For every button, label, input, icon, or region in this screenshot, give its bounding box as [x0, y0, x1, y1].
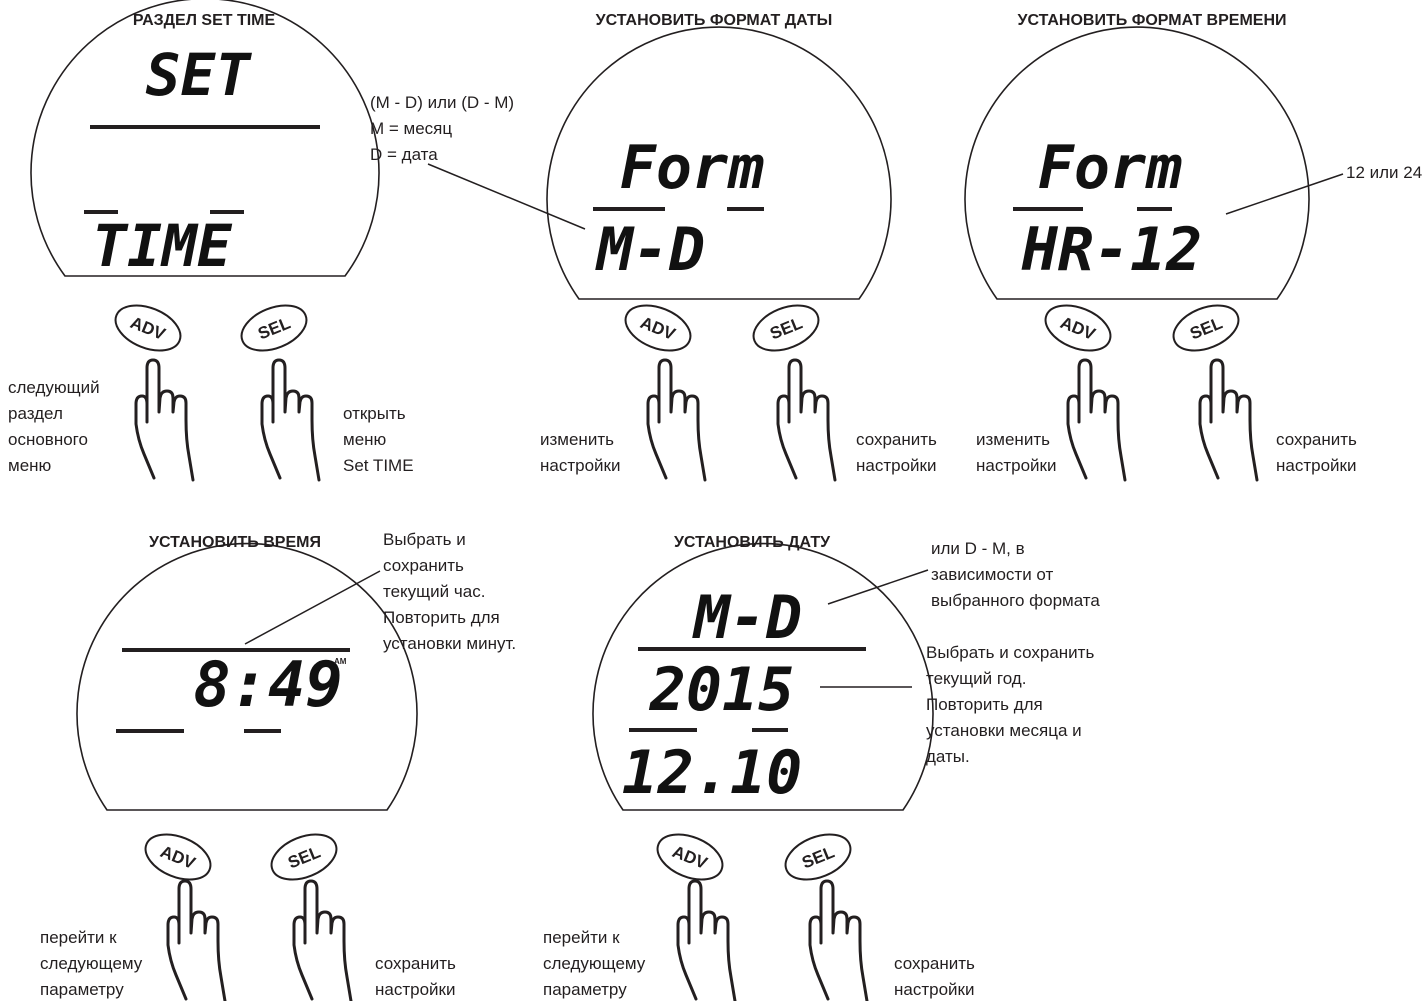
- panel-set-clock: УСТАНОВИТЬ ВРЕМЯ 8:49 AM Выбрать и сохра…: [40, 530, 516, 1001]
- lcd-time: 8:49: [193, 648, 342, 721]
- finger-press-icon: [260, 358, 321, 482]
- lcd-top-text: M-D: [692, 583, 802, 653]
- callout-leader: [244, 570, 381, 645]
- panel-heading: УСТАНОВИТЬ ДАТУ: [674, 534, 831, 551]
- left-caption: следующий раздел основного меню: [8, 378, 104, 475]
- lcd-bottom-text: HR-12: [1021, 215, 1203, 285]
- panel-heading: УСТАНОВИТЬ ВРЕМЯ: [149, 534, 321, 551]
- sel-button[interactable]: SEL: [235, 297, 313, 360]
- lcd-ampm: AM: [334, 657, 347, 666]
- year-callout: Выбрать и сохранить текущий год. Повтори…: [926, 643, 1099, 766]
- panel-set-date: УСТАНОВИТЬ ДАТУ M-D 2015 12.10 или D - M…: [543, 534, 1100, 1001]
- left-caption: изменить настройки: [976, 430, 1056, 475]
- lcd-top-text: Form: [1038, 133, 1183, 203]
- sel-button[interactable]: SEL: [265, 826, 343, 889]
- watch-display: [30, 0, 380, 277]
- finger-press-icon: [292, 879, 353, 1001]
- format-callout: (M - D) или (D - M) M = месяц D = дата: [370, 93, 519, 164]
- lcd-bottom-text: TIME: [92, 212, 233, 280]
- panel-set-time: РАЗДЕЛ SET TIME SET TIME ADV SEL следующ…: [8, 0, 414, 482]
- lcd-bottom-text: M-D: [595, 215, 705, 285]
- callout-leader: [427, 163, 586, 230]
- format-callout: 12 или 24: [1346, 163, 1422, 182]
- right-caption: сохранить настройки: [375, 954, 461, 999]
- callout-leader: [1225, 173, 1344, 215]
- watch-display: [964, 26, 1310, 300]
- lcd-top-text: Form: [620, 133, 765, 203]
- left-caption: изменить настройки: [540, 430, 620, 475]
- adv-button[interactable]: ADV: [651, 826, 729, 889]
- lcd-top-text: SET: [146, 41, 253, 109]
- right-caption: сохранить настройки: [1276, 430, 1362, 475]
- adv-button[interactable]: ADV: [139, 826, 217, 889]
- right-caption: сохранить настройки: [856, 430, 942, 475]
- sel-button[interactable]: SEL: [747, 297, 825, 360]
- adv-button[interactable]: ADV: [1039, 297, 1117, 360]
- right-caption: сохранить настройки: [894, 954, 980, 999]
- finger-press-icon: [646, 358, 707, 482]
- finger-press-icon: [1066, 358, 1127, 482]
- panel-heading: РАЗДЕЛ SET TIME: [133, 12, 276, 29]
- panel-date-format: УСТАНОВИТЬ ФОРМАТ ДАТЫ Form M-D (M - D) …: [370, 12, 942, 482]
- lcd-date: 12.10: [622, 738, 803, 808]
- adv-button[interactable]: ADV: [109, 297, 187, 360]
- adv-button[interactable]: ADV: [619, 297, 697, 360]
- watch-display: [546, 26, 892, 300]
- right-caption: открыть меню Set TIME: [343, 404, 414, 475]
- sel-button[interactable]: SEL: [1167, 297, 1245, 360]
- watch-display: [76, 542, 418, 811]
- left-caption: перейти к следующему параметру: [40, 928, 147, 999]
- sel-button[interactable]: SEL: [779, 826, 857, 889]
- panel-time-format: УСТАНОВИТЬ ФОРМАТ ВРЕМЕНИ Form HR-12 12 …: [964, 12, 1422, 482]
- left-caption: перейти к следующему параметру: [543, 928, 650, 999]
- lcd-year: 2015: [649, 655, 795, 725]
- finger-press-icon: [1198, 358, 1259, 482]
- finger-press-icon: [134, 358, 195, 482]
- order-callout: или D - M, в зависимости от выбранного ф…: [931, 539, 1100, 610]
- panel-heading: УСТАНОВИТЬ ФОРМАТ ВРЕМЕНИ: [1017, 12, 1286, 29]
- finger-press-icon: [808, 879, 869, 1001]
- callout-leader: [827, 569, 929, 605]
- finger-press-icon: [776, 358, 837, 482]
- finger-press-icon: [676, 879, 737, 1001]
- clock-callout: Выбрать и сохранить текущий час. Повтори…: [383, 530, 516, 653]
- finger-press-icon: [166, 879, 227, 1001]
- panel-heading: УСТАНОВИТЬ ФОРМАТ ДАТЫ: [596, 12, 833, 29]
- watch-display: [592, 542, 934, 811]
